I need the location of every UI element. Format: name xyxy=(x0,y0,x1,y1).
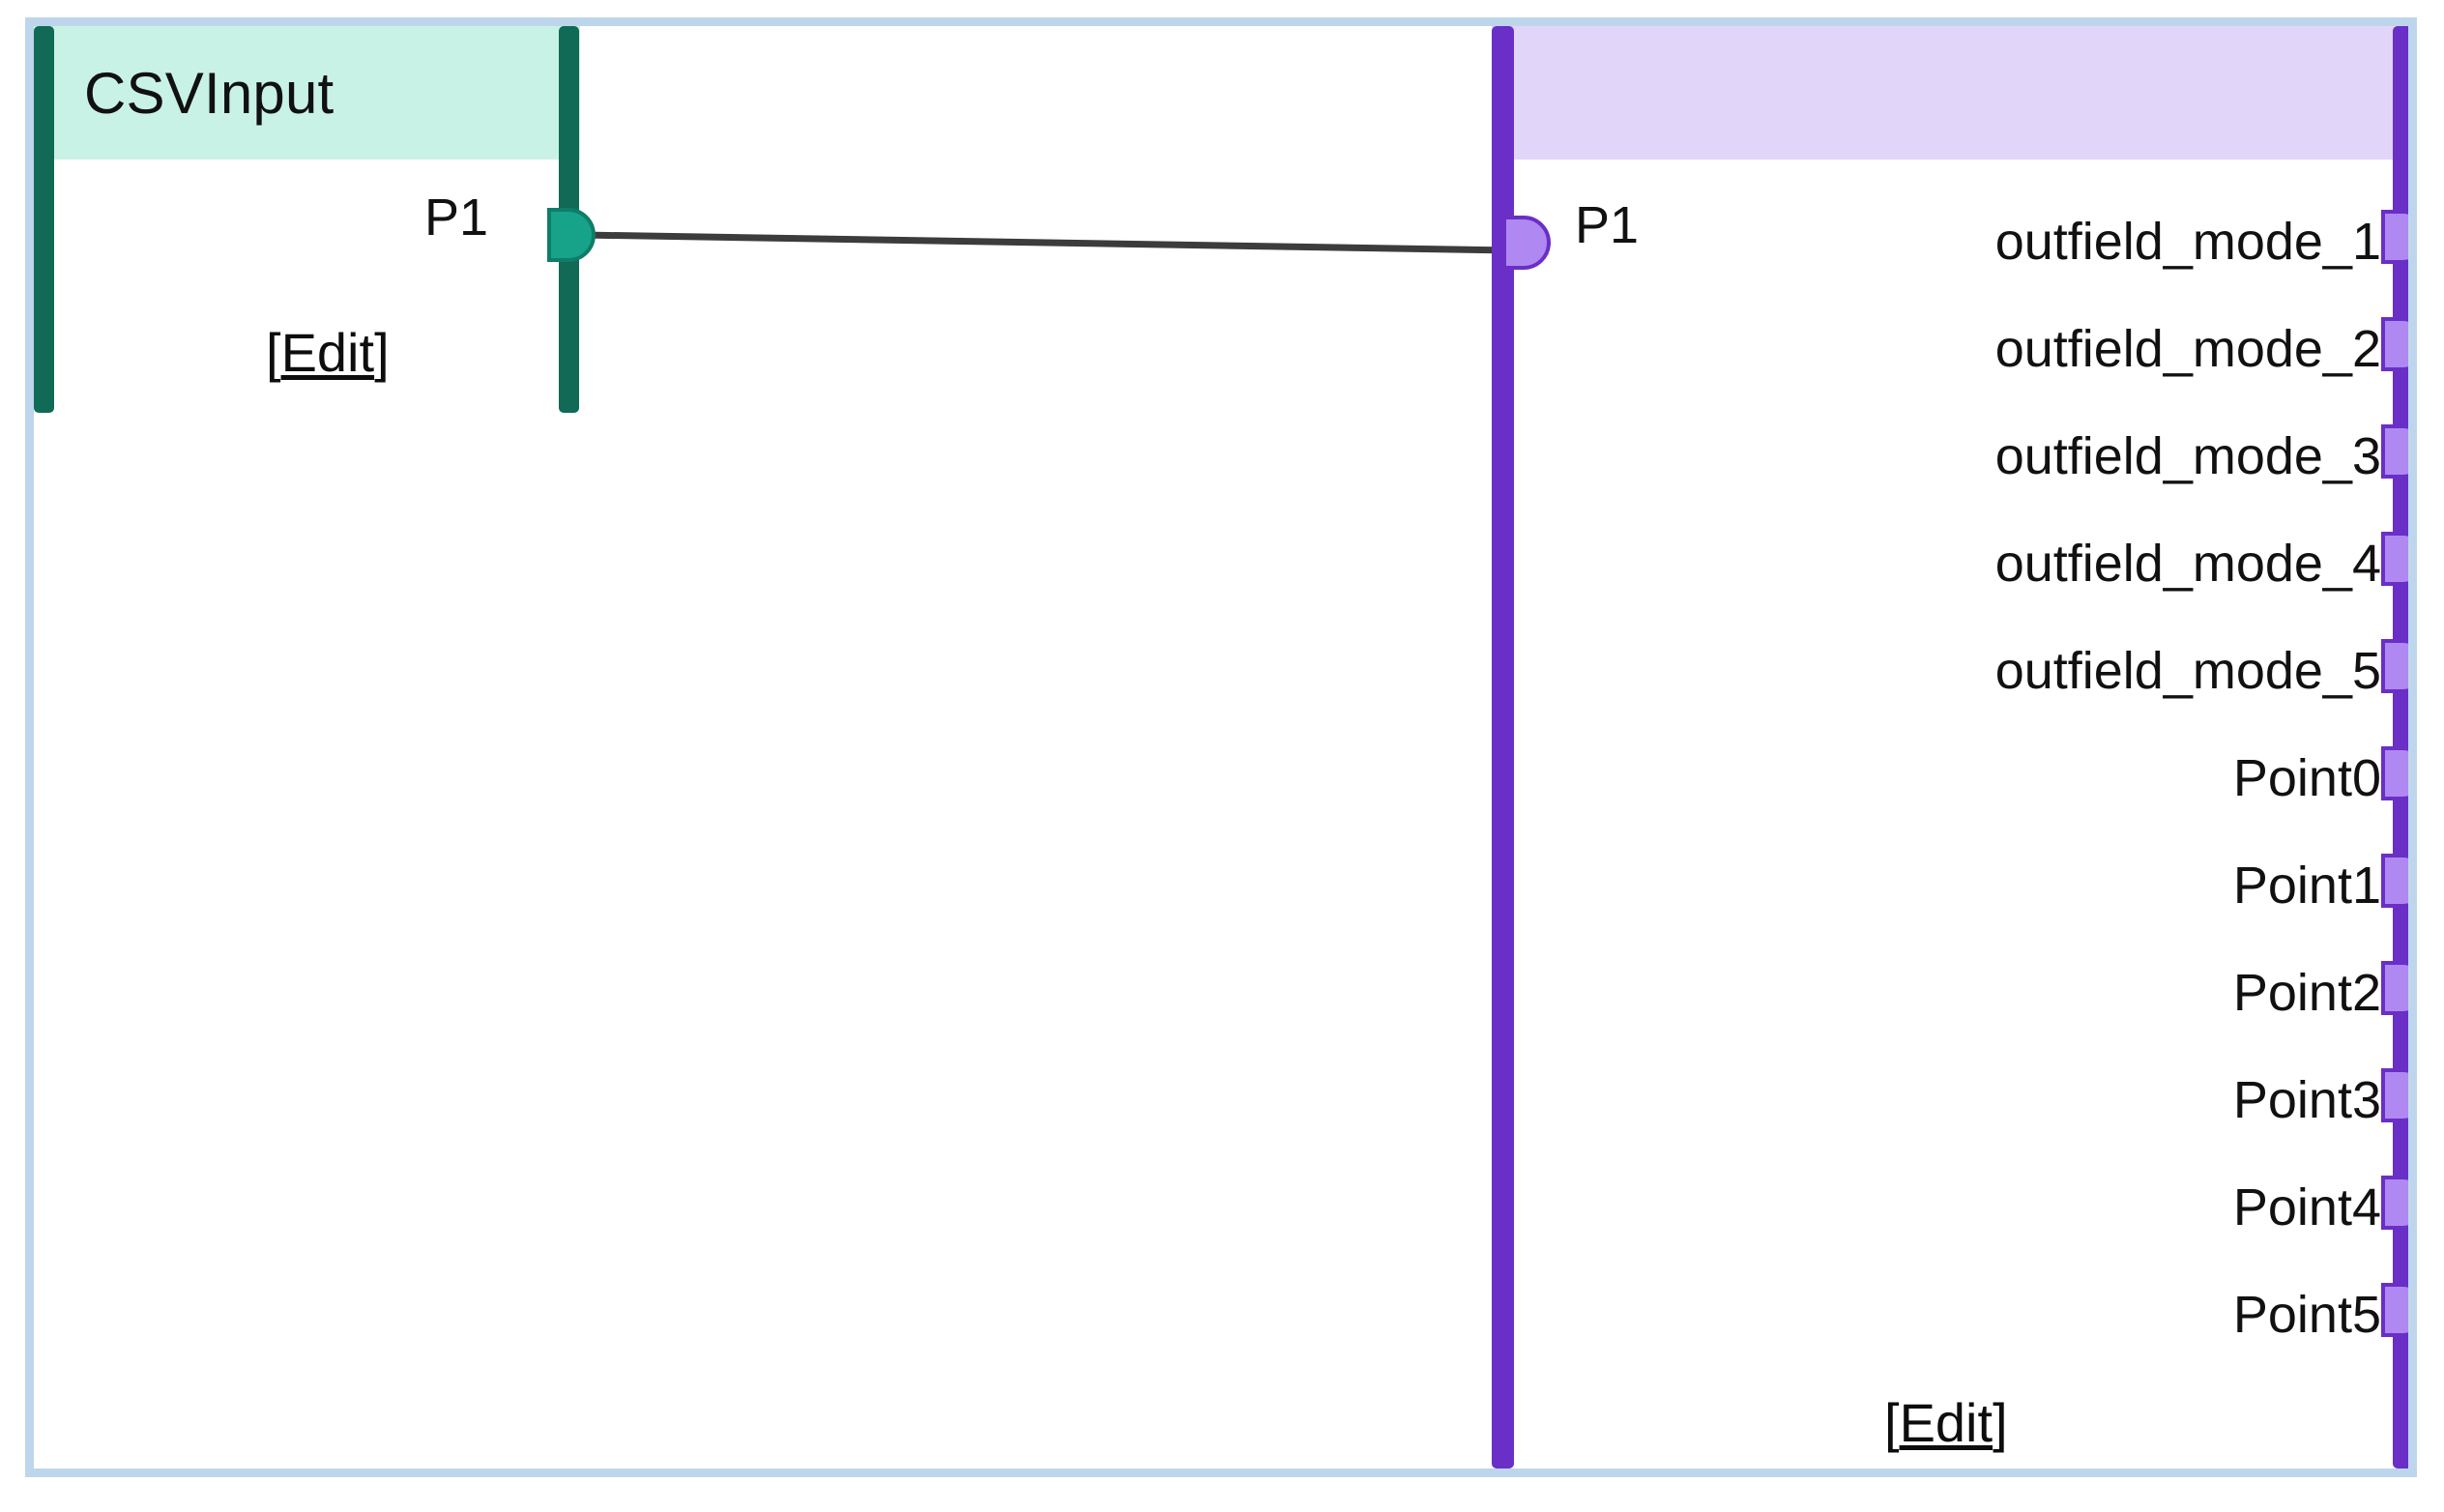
editor-viewport[interactable]: CSVInput P1 [Edit] P1 outfield_mode_1 o xyxy=(34,26,2408,1468)
node-transform-output-port-label-outfield_mode_2: outfield_mode_2 xyxy=(1994,320,2381,378)
node-csvinput-header[interactable]: CSVInput xyxy=(34,26,580,160)
node-transform-output-port-label-point5: Point5 xyxy=(2232,1286,2381,1344)
node-transform-edit-link[interactable]: [Edit] xyxy=(1884,1391,2008,1454)
node-transform-output-port-outfield_mode_5[interactable] xyxy=(2381,639,2408,693)
node-transform-output-port-label-outfield_mode_1: outfield_mode_1 xyxy=(1994,213,2381,271)
edit-bracket-open: [ xyxy=(266,322,281,383)
edit-word[interactable]: Edit xyxy=(280,322,375,383)
node-transform-output-port-outfield_mode_4[interactable] xyxy=(2381,532,2408,586)
edit-bracket-close: ] xyxy=(374,322,390,383)
node-transform-output-port-outfield_mode_3[interactable] xyxy=(2381,424,2408,479)
node-csvinput-title: CSVInput xyxy=(84,60,335,126)
node-transform-input-port-p1[interactable] xyxy=(1502,216,1551,270)
node-transform-output-port-point2[interactable] xyxy=(2381,961,2408,1015)
node-transform-output-port-point5[interactable] xyxy=(2381,1283,2408,1337)
node-transform-output-port-label-point4: Point4 xyxy=(2232,1178,2381,1236)
node-transform-output-port-label-outfield_mode_5: outfield_mode_5 xyxy=(1994,642,2381,700)
node-csvinput-output-port-label-p1: P1 xyxy=(423,189,488,247)
node-csvinput-edit-link[interactable]: [Edit] xyxy=(266,321,390,384)
node-transform-output-port-label-point2: Point2 xyxy=(2232,964,2381,1022)
node-transform-output-port-outfield_mode_2[interactable] xyxy=(2381,317,2408,371)
node-transform-output-port-outfield_mode_1[interactable] xyxy=(2381,210,2408,264)
edit-word[interactable]: Edit xyxy=(1899,1392,1993,1453)
node-transform-output-port-point4[interactable] xyxy=(2381,1176,2408,1230)
node-transform-output-port-label-point3: Point3 xyxy=(2232,1071,2381,1129)
node-transform-output-port-point0[interactable] xyxy=(2381,746,2408,800)
edit-bracket-open: [ xyxy=(1884,1392,1900,1453)
node-transform-output-port-label-outfield_mode_3: outfield_mode_3 xyxy=(1994,427,2381,485)
node-transform-output-port-label-outfield_mode_4: outfield_mode_4 xyxy=(1994,535,2381,593)
node-transform-output-port-label-point0: Point0 xyxy=(2232,749,2381,807)
node-transform[interactable]: P1 outfield_mode_1 outfield_mode_2 outfi… xyxy=(1492,26,2408,1468)
connection-csvinput-p1-to-transform-p1[interactable] xyxy=(581,231,1514,254)
node-transform-left-accent-bar xyxy=(1492,26,1514,1468)
node-transform-header[interactable] xyxy=(1492,26,2408,160)
edit-bracket-close: ] xyxy=(1993,1392,2008,1453)
node-csvinput[interactable]: CSVInput P1 [Edit] xyxy=(34,26,596,413)
node-transform-input-port-label-p1: P1 xyxy=(1575,196,1640,254)
node-csvinput-left-accent-bar xyxy=(34,26,54,413)
node-transform-output-port-point3[interactable] xyxy=(2381,1068,2408,1122)
node-transform-output-port-label-point1: Point1 xyxy=(2232,857,2381,915)
node-csvinput-output-port-p1[interactable] xyxy=(547,208,596,262)
node-transform-output-port-point1[interactable] xyxy=(2381,854,2408,908)
